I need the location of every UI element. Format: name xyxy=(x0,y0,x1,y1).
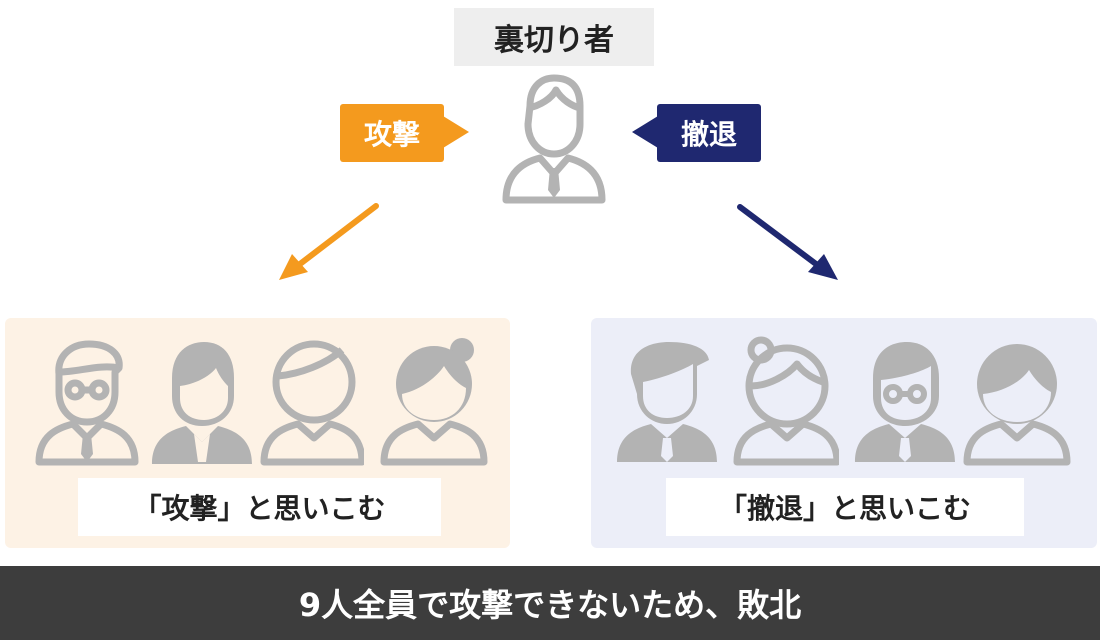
traitor-person-icon xyxy=(502,74,606,204)
result-footer: 9人全員で攻撃できないため、敗北 xyxy=(0,566,1100,640)
attack-callout: 攻撃 xyxy=(340,104,444,162)
person-glasses-icon xyxy=(35,340,139,466)
person-glasses-dark-icon xyxy=(855,342,955,462)
attack-callout-label: 攻撃 xyxy=(363,118,420,151)
retreat-group-panel: 「撤退」と思いこむ xyxy=(591,318,1097,548)
attack-group-panel: 「攻撃」と思いこむ xyxy=(5,318,510,548)
retreat-arrow xyxy=(737,204,838,280)
person-bun-hair-icon xyxy=(380,338,488,466)
traitor-title: 裏切り者 xyxy=(454,8,654,66)
attack-callout-pointer xyxy=(443,116,469,148)
retreat-group-label: 「撤退」と思いこむ xyxy=(666,478,1024,536)
retreat-group-label-text: 「撤退」と思いこむ xyxy=(718,492,971,525)
retreat-callout-label: 撤退 xyxy=(680,118,737,151)
person-curly-bun-icon xyxy=(733,336,839,466)
attack-arrow xyxy=(279,203,379,280)
result-footer-text: 9人全員で攻撃できないため、敗北 xyxy=(298,586,802,624)
attack-group-label-text: 「攻撃」と思いこむ xyxy=(133,492,386,525)
retreat-callout: 撤退 xyxy=(657,104,761,162)
person-swept-hair-icon xyxy=(617,342,717,462)
person-side-part-icon xyxy=(260,340,364,466)
attack-group-label: 「攻撃」と思いこむ xyxy=(78,478,441,536)
retreat-callout-pointer xyxy=(632,116,658,148)
traitor-title-text: 裏切り者 xyxy=(494,23,614,58)
person-short-hair-icon xyxy=(963,344,1071,466)
person-dark-hair-icon xyxy=(152,342,252,464)
